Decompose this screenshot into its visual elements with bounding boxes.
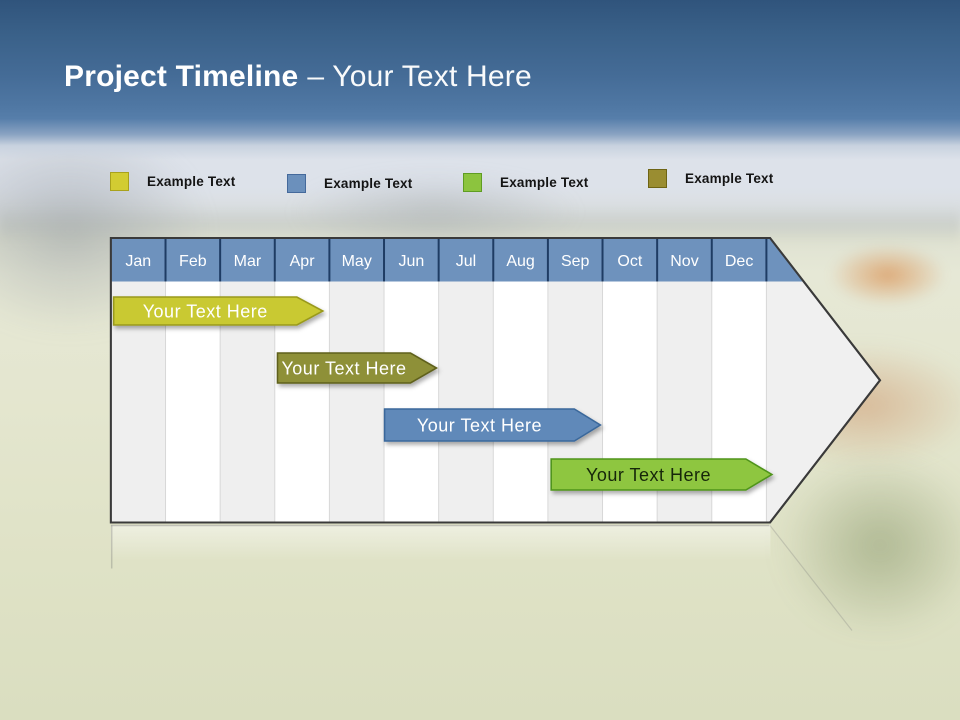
month-label: Jan [125,253,151,270]
task-bar-label: Your Text Here [586,465,711,485]
month-label: Sep [561,253,590,270]
task-bar-3 [383,408,602,442]
title-band [0,0,960,160]
legend-swatch-olive [648,168,667,188]
month-label: Aug [506,253,534,270]
legend-item-4: Example Text [648,167,773,189]
task-bar-label: Your Text Here [143,302,268,322]
month-label: Oct [617,253,642,270]
legend-item-1: Example Text [110,170,235,192]
timeline-arrow-outline [109,237,882,524]
task-bar-label: Your Text Here [281,359,406,379]
reflection-diagonal-line [769,525,853,631]
month-label: May [342,253,372,270]
legend-label: Example Text [500,174,589,190]
reflection-glow [110,525,771,561]
title-main: Project Timeline [64,60,299,93]
legend-swatch-green [463,172,482,192]
month-label: Nov [670,253,698,270]
month-column [329,281,385,523]
legend-swatch-blue [287,173,306,193]
legend-swatch-yellow [110,171,129,191]
legend-label: Example Text [685,170,774,186]
month-label: Feb [179,253,207,270]
title-suffix: – Your Text Here [307,60,532,93]
month-label: Jun [398,253,424,270]
month-column [493,281,548,523]
month-column [438,281,494,523]
legend-item-2: Example Text [287,172,412,194]
legend-item-3: Example Text [463,171,588,193]
task-bar-2 [276,352,439,384]
month-label: Mar [234,253,262,270]
slide-title: Project Timeline– Your Text Here [64,60,532,94]
legend-label: Example Text [324,175,413,191]
month-label: Dec [725,253,753,270]
task-bar-1 [112,296,325,326]
dark-grass-blur [780,455,960,635]
month-header-band [110,239,804,282]
month-column [384,281,439,523]
orange-foliage-blur [830,245,945,305]
month-label: Apr [290,253,316,270]
task-bar-label: Your Text Here [417,416,542,436]
month-label: Jul [456,253,476,270]
task-bar-4 [550,458,774,491]
legend-label: Example Text [147,173,236,189]
